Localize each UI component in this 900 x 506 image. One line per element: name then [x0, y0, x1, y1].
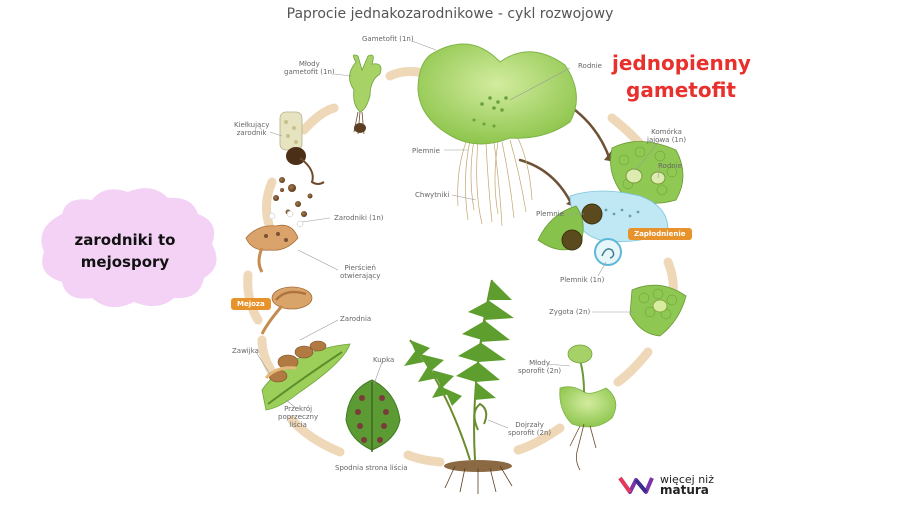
label-plemnie-right: Plemnie: [536, 210, 564, 218]
leader-lines: [255, 40, 661, 429]
label-zarodniki: Zarodniki (1n): [334, 214, 384, 222]
spores-scattered: [273, 177, 313, 217]
arrow-young-to-mature: [513, 423, 565, 455]
annotation-line-1: jednopienny: [612, 51, 751, 75]
label-przekroj: Przekrój poprzeczny liścia: [278, 405, 318, 429]
label-line: liścia: [289, 421, 307, 429]
cloud-annotation: zarodniki to mejospory: [60, 229, 190, 273]
label-line: otwierający: [340, 272, 381, 280]
label-line: Komórka: [651, 128, 682, 136]
label-line: zarodnik: [236, 129, 267, 137]
young-sporophyte: [559, 344, 617, 471]
logo-line-1: więcej niż: [660, 473, 714, 486]
logo-line-2: matura: [660, 483, 709, 497]
label-line: Pierścień: [344, 264, 376, 272]
cloud-line-2: mejospory: [80, 253, 170, 271]
label-mlody-gametofit: Młody gametofit (1n): [284, 60, 335, 76]
leaf-cross-section: [261, 340, 351, 411]
arrow-leaf-to-section: [287, 415, 345, 457]
label-line: Młody: [529, 359, 551, 367]
arrow-gametofit-to-young: [385, 67, 423, 81]
young-gametophyte: [349, 54, 382, 135]
label-pierscien: Pierścień otwierający: [340, 264, 380, 280]
label-chwytniki: Chwytniki: [415, 191, 450, 199]
label-rodnie-top: Rodnie: [578, 62, 602, 70]
label-dojrzaly: Dojrzały sporofit (2n): [508, 421, 551, 437]
arrow-section-up: [257, 335, 277, 377]
label-line: poprzeczny: [278, 413, 319, 421]
label-line: gametofit (1n): [284, 68, 335, 76]
annotation-gametophyte: jednopienny gametofit: [612, 50, 751, 104]
label-mlody-sporofit: Młody sporofit (2n): [518, 359, 561, 375]
sporangium-closed: [260, 286, 313, 335]
label-kupka: Kupka: [373, 356, 395, 364]
label-line: Dojrzały: [515, 421, 544, 429]
label-plemnie-left: Plemnie: [412, 147, 440, 155]
label-line: Przekrój: [284, 405, 313, 413]
fertilization-panel: [537, 141, 684, 266]
gametophyte-main: [417, 43, 577, 227]
brand-logo-icon: [618, 476, 654, 494]
brand-logo-text: więcej niż matura: [660, 473, 714, 497]
cloud-line-1: zarodniki to: [74, 231, 176, 249]
sporangium-opening: [245, 210, 304, 273]
label-kielkujacy: Kiełkujący zarodnik: [234, 121, 269, 137]
arrow-spore-to-young-gametofit: [299, 103, 339, 135]
label-komorka: Komórka jajowa (1n): [647, 128, 686, 144]
arrow-rodnie-dark: [573, 108, 612, 162]
label-zawijka: Zawijka: [232, 347, 259, 355]
germinating-spore: [279, 111, 325, 185]
label-line: Kiełkujący: [234, 121, 270, 129]
label-line: sporofit (2n): [508, 429, 552, 437]
annotation-line-2: gametofit: [626, 78, 736, 102]
label-line: Młody: [298, 60, 320, 68]
arrow-spores-to-germinating: [262, 177, 277, 233]
diagram-title: Paprocie jednakozarodnikowe - cykl rozwo…: [286, 6, 614, 22]
label-line: jajowa (1n): [647, 136, 687, 144]
leaf-underside: [345, 379, 401, 452]
label-gametofit: Gametofit (1n): [362, 35, 414, 43]
zygote-tissue: [629, 284, 687, 337]
label-rodnie-right: Rodnie: [658, 162, 682, 170]
badge-mejoza: Mejoza: [231, 298, 271, 310]
label-spodnia: Spodnia strona liścia: [335, 464, 408, 472]
arrow-sporophyte-to-leaf: [403, 450, 445, 467]
label-plemnik: Plemnik (1n): [560, 276, 605, 284]
arrow-zygote-to-young: [613, 347, 653, 387]
label-zarodnia: Zarodnia: [340, 315, 372, 323]
badge-zaplodnienie: Zapłodnienie: [628, 228, 692, 240]
cloud-shape: [41, 188, 217, 308]
label-zygota: Zygota (2n): [549, 308, 591, 316]
mature-sporophyte: [404, 279, 514, 494]
label-line: sporofit (2n): [518, 367, 562, 375]
